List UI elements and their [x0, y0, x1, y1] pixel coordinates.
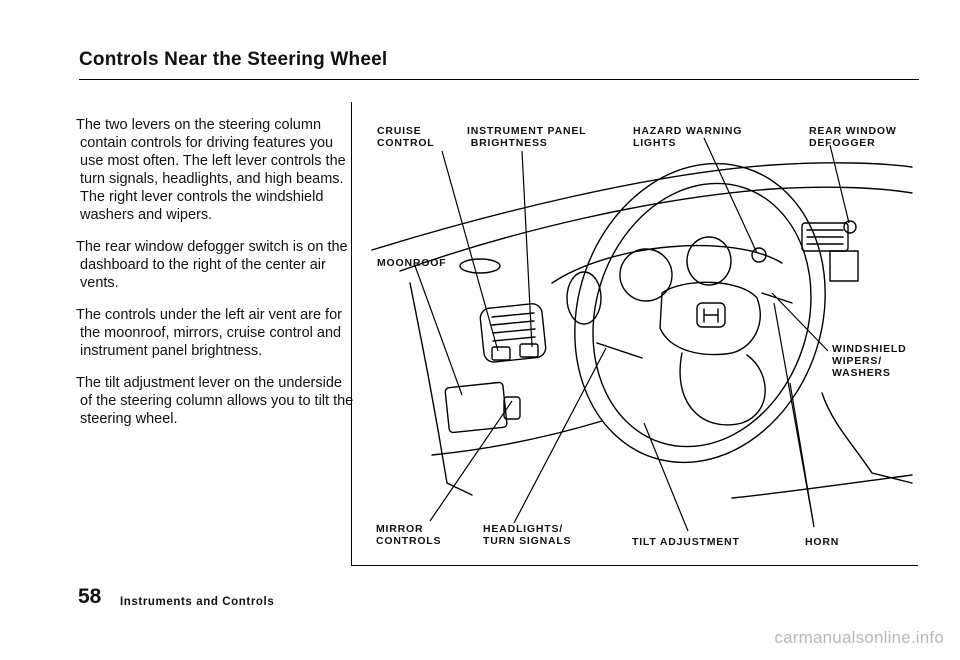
title-rule	[79, 79, 919, 80]
paragraph-tilt: The tilt adjustment lever on the undersi…	[76, 375, 354, 427]
page-title: Controls Near the Steering Wheel	[79, 49, 388, 70]
left-air-vent	[479, 303, 547, 363]
section-name: Instruments and Controls	[120, 596, 275, 608]
left-vent-slats	[491, 312, 536, 342]
paragraph-defogger: The rear window defogger switch is on th…	[76, 239, 348, 291]
gauge-center	[619, 248, 673, 302]
label-headlights-turn-signals: HEADLIGHTS/ TURN SIGNALS	[483, 523, 572, 547]
dashboard-illustration	[371, 137, 913, 532]
dash-lower-left	[431, 420, 603, 456]
label-rear-window-defogger: REAR WINDOW DEFOGGER	[809, 125, 897, 149]
label-tilt-adjustment: TILT ADJUSTMENT	[632, 536, 740, 548]
leader-brightness	[521, 150, 533, 348]
steering-wheel-rim	[574, 162, 826, 464]
brightness-knob-shape	[519, 343, 539, 358]
dash-top-edge	[371, 162, 913, 251]
paragraph-levers: The two levers on the steering column co…	[76, 117, 346, 223]
console-floor	[731, 474, 913, 499]
figure-bottom-rule	[351, 565, 918, 566]
leader-moonroof	[413, 262, 463, 396]
label-horn: HORN	[805, 536, 840, 548]
leader-headlights	[513, 347, 607, 524]
honda-badge	[696, 302, 726, 328]
center-vent-slats	[806, 229, 844, 245]
steering-wheel-rim-inner	[592, 182, 812, 448]
label-mirror-controls: MIRROR CONTROLS	[376, 523, 442, 547]
mirror-panel-shape	[444, 381, 508, 434]
page-number: 58	[78, 585, 102, 608]
dash-top-edge-inner	[399, 186, 913, 272]
left-stalk	[596, 342, 643, 359]
label-hazard-warning-lights: HAZARD WARNING LIGHTS	[633, 125, 743, 149]
honda-h	[703, 308, 719, 323]
body-text: The two levers on the steering column co…	[76, 116, 354, 442]
leader-horn-2	[789, 382, 815, 528]
label-instrument-panel-brightness: INSTRUMENT PANEL BRIGHTNESS	[467, 125, 587, 149]
label-windshield-wipers-washers: WINDSHIELD WIPERS/ WASHERS	[832, 343, 907, 379]
gauge-left	[566, 271, 602, 325]
leader-tilt	[643, 422, 689, 532]
gauge-right	[686, 236, 732, 286]
leader-defogger	[829, 144, 850, 224]
steering-hub	[659, 281, 761, 356]
shifter-area	[821, 392, 913, 484]
leader-cruise	[441, 150, 499, 352]
gauge-cluster-hood	[551, 244, 783, 284]
hazard-switch-shape	[751, 247, 767, 263]
mirror-switch-shape	[503, 396, 521, 420]
wheel-spoke-lower	[679, 352, 766, 426]
defogger-switch-shape	[843, 220, 857, 234]
left-defrost-vent	[459, 258, 501, 274]
label-cruise-control: CRUISE CONTROL	[377, 125, 435, 149]
paragraph-air-vent-controls: The controls under the left air vent are…	[76, 307, 342, 359]
radio-display	[829, 250, 859, 282]
dash-left-side	[409, 282, 473, 496]
leader-wipers	[771, 292, 829, 352]
figure-left-rule	[351, 102, 352, 566]
label-moonroof: MOONROOF	[377, 257, 447, 269]
watermark: carmanualsonline.info	[774, 628, 944, 647]
leader-hazard	[703, 137, 758, 254]
leader-mirror	[429, 400, 513, 522]
cruise-switch-shape	[491, 346, 511, 361]
center-vents	[801, 222, 849, 252]
